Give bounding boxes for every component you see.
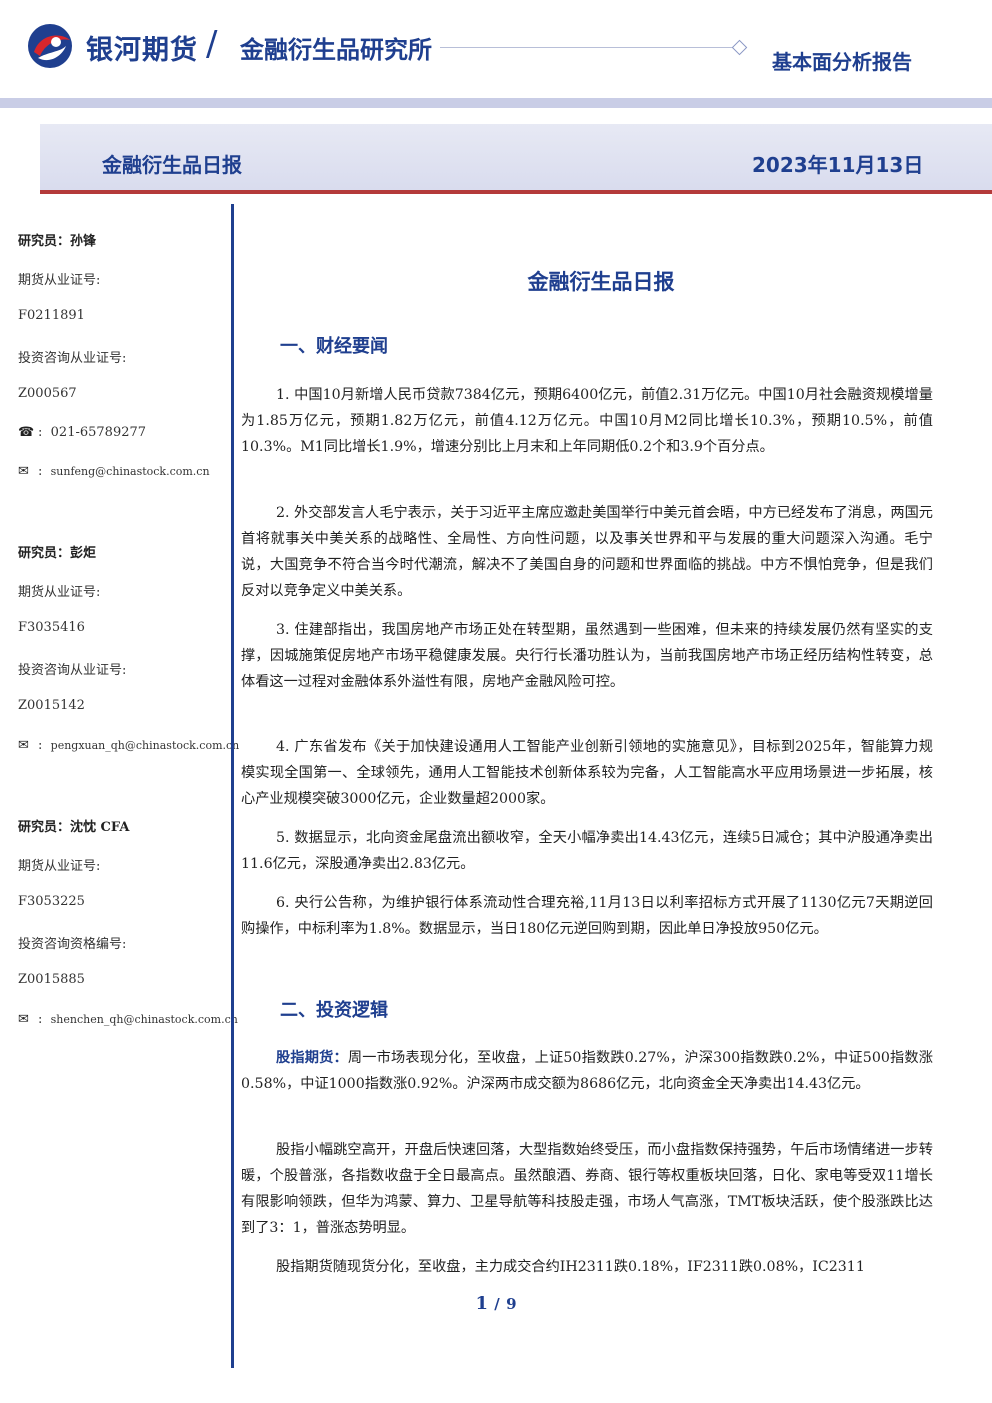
header-stripe (0, 98, 992, 108)
license-number: F0211891 (18, 308, 85, 323)
current-page: 1 (475, 1293, 489, 1314)
section-heading-news: 一、财经要闻 (280, 336, 388, 357)
news-paragraph: 4. 广东省发布《关于加快建设通用人工智能产业创新引领地的实施意见》，目标到20… (241, 739, 933, 807)
consult-label: 投资咨询从业证号: (18, 351, 127, 366)
page-separator: / (494, 1295, 500, 1313)
band-title: 金融衍生品日报 (102, 153, 242, 177)
email-link[interactable]: sunfeng@chinastock.com.cn (50, 465, 210, 478)
email-row: ✉: sunfeng@chinastock.com.cn (18, 464, 210, 479)
mail-icon: ✉ (18, 1012, 29, 1027)
email-link[interactable]: pengxuan_qh@chinastock.com.cn (50, 739, 240, 752)
email-row: ✉: pengxuan_qh@chinastock.com.cn (18, 738, 240, 753)
sidebar-divider (231, 204, 234, 1368)
galaxy-logo-icon (28, 24, 72, 68)
diamond-icon (731, 39, 748, 56)
mail-icon: ✉ (18, 738, 29, 753)
email-link[interactable]: shenchen_qh@chinastock.com.cn (50, 1013, 238, 1026)
news-paragraph: 1. 中国10月新增人民币贷款7384亿元，预期6400亿元，前值2.31万亿元… (241, 387, 933, 455)
mail-icon: ✉ (18, 464, 29, 479)
license-label: 期货从业证号: (18, 585, 101, 600)
consult-number: Z0015142 (18, 698, 85, 713)
logic-paragraph: 股指期货随现货分化，至收盘，主力成交合约IH2311跌0.18%，IF2311跌… (276, 1259, 865, 1275)
logic-paragraph: 股指期货：周一市场表现分化，至收盘，上证50指数跌0.27%，沪深300指数跌0… (241, 1045, 933, 1097)
license-label: 期货从业证号: (18, 859, 101, 874)
consult-label: 投资咨询从业证号: (18, 663, 127, 678)
logic-paragraph: 股指小幅跳空高开，开盘后快速回落，大型指数始终受压，而小盘指数保持强势，午后市场… (241, 1142, 933, 1236)
phone-number: 021-65789277 (50, 425, 147, 440)
report-date: 2023年11月13日 (752, 153, 924, 177)
document-title: 金融衍生品日报 (527, 270, 675, 294)
analyst-name: 研究员：孙锋 (18, 234, 97, 249)
analyst-name: 研究员：彭炬 (18, 546, 97, 561)
logic-lead: 股指期货： (276, 1050, 348, 1066)
header-rule (440, 47, 736, 48)
top-header: 银河期货 / 金融衍生品研究所 基本面分析报告 (0, 0, 992, 110)
license-number: F3035416 (18, 620, 85, 635)
report-type: 基本面分析报告 (772, 50, 912, 74)
brand-divider: / (206, 24, 218, 64)
consult-label: 投资咨询资格编号: (18, 937, 127, 952)
title-band (40, 124, 992, 190)
phone-row: ☎: 021-65789277 (18, 425, 147, 440)
phone-icon: ☎ (18, 425, 35, 440)
consult-number: Z000567 (18, 386, 77, 401)
news-paragraph: 2. 外交部发言人毛宁表示，关于习近平主席应邀赴美国举行中美元首会晤，中方已经发… (241, 505, 933, 599)
total-pages: 9 (506, 1295, 517, 1313)
institute-name: 金融衍生品研究所 (240, 36, 432, 64)
email-row: ✉: shenchen_qh@chinastock.com.cn (18, 1012, 238, 1027)
section-heading-logic: 二、投资逻辑 (280, 1000, 388, 1021)
news-paragraph: 3. 住建部指出，我国房地产市场正处在转型期，虽然遇到一些困难，但未来的持续发展… (241, 622, 933, 690)
analyst-name: 研究员：沈忱 CFA (18, 820, 130, 835)
news-paragraph: 5. 数据显示，北向资金尾盘流出额收窄，全天小幅净卖出14.43亿元，连续5日减… (241, 830, 933, 872)
license-number: F3053225 (18, 894, 85, 909)
page-number: 1 / 9 (0, 1293, 992, 1314)
consult-number: Z0015885 (18, 972, 85, 987)
news-paragraph: 6. 央行公告称，为维护银行体系流动性合理充裕,11月13日以利率招标方式开展了… (241, 895, 933, 937)
brand-name: 银河期货 (86, 35, 198, 66)
title-band-accent (40, 190, 992, 194)
logic-text: 周一市场表现分化，至收盘，上证50指数跌0.27%，沪深300指数跌0.2%，中… (241, 1050, 933, 1092)
license-label: 期货从业证号: (18, 273, 101, 288)
